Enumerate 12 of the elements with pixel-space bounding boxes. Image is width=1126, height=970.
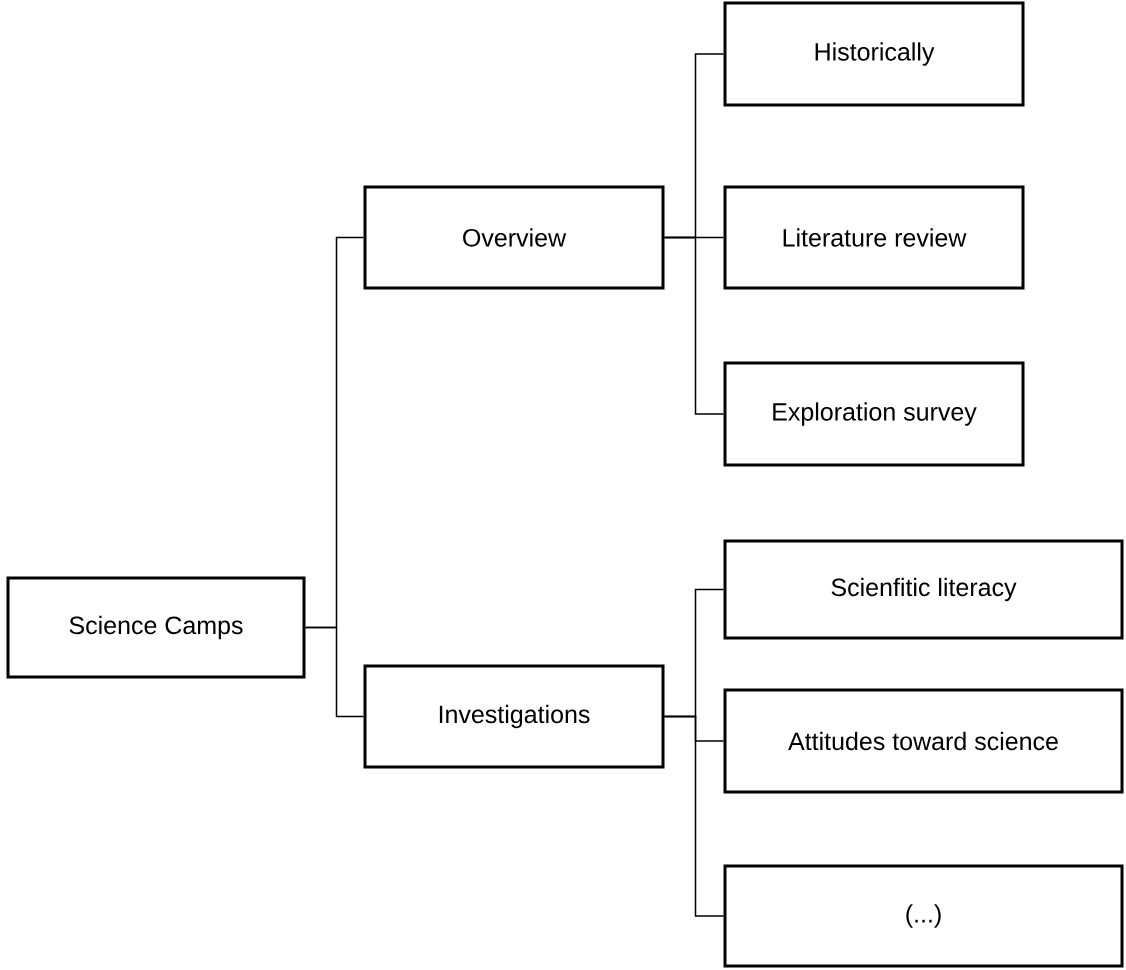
tree-box: Exploration survey xyxy=(723,361,1025,467)
connector xyxy=(663,236,725,415)
tree-box: Science Camps xyxy=(6,576,306,679)
tree-box: Overview xyxy=(363,185,665,290)
tree-box: Investigations xyxy=(363,664,665,769)
tree-box: Literature review xyxy=(723,185,1025,290)
tree-box: Scienfitic literacy xyxy=(723,539,1124,640)
connector xyxy=(663,715,725,917)
tree-box: Historically xyxy=(723,1,1025,107)
tree-box: (...) xyxy=(723,864,1124,968)
connector xyxy=(304,626,365,718)
tree-box: Attitudes toward science xyxy=(723,688,1124,794)
